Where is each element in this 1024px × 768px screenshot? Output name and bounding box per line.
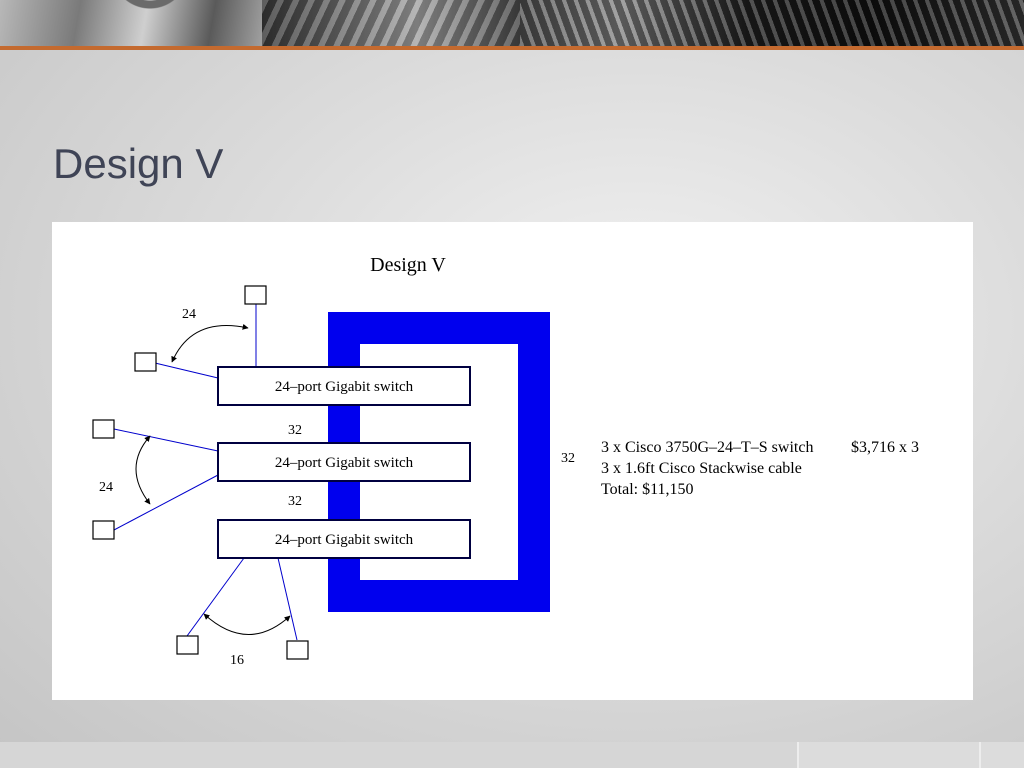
label-mid-fan: 24 xyxy=(99,480,113,495)
fan-arc-bottom xyxy=(203,613,291,635)
fan-arc-middle xyxy=(135,435,151,505)
cost-line-total: Total: $11,150 xyxy=(601,481,694,498)
switch-3-label: 24–port Gigabit switch xyxy=(275,532,414,548)
fan-arc-top xyxy=(171,323,249,363)
cost-line-switch-price: $3,716 x 3 xyxy=(851,439,919,456)
host-node-lower-left xyxy=(92,520,115,540)
switch-3: 24–port Gigabit switch xyxy=(217,519,471,559)
host-node-bottom-left xyxy=(176,635,199,655)
footer-date-box xyxy=(797,742,979,768)
banner-accent-rule xyxy=(0,46,1024,50)
link-host-upper-left xyxy=(154,362,219,379)
slide-title: Design V xyxy=(53,140,224,187)
link-host-mid-left xyxy=(113,428,219,452)
cost-summary: 3 x Cisco 3750G–24–T–S switch $3,716 x 3… xyxy=(601,439,919,498)
link-host-bottom-right xyxy=(277,557,298,641)
stackwise-loop xyxy=(328,312,550,612)
network-diagram: Design V 24–port Gigabit switch 24–port … xyxy=(92,254,919,668)
cost-line-cables: 3 x 1.6ft Cisco Stackwise cable xyxy=(601,460,802,477)
link-host-lower-left xyxy=(113,474,219,531)
switch-1: 24–port Gigabit switch xyxy=(217,366,471,406)
host-node-mid-left xyxy=(92,419,115,439)
header-banner xyxy=(0,0,1024,46)
switch-2: 24–port Gigabit switch xyxy=(217,442,471,482)
host-links xyxy=(113,304,298,641)
switch-2-label: 24–port Gigabit switch xyxy=(275,455,414,471)
switch-1-label: 24–port Gigabit switch xyxy=(275,379,414,395)
footer-page-number-box xyxy=(979,742,1024,768)
label-stack-link-1: 32 xyxy=(288,423,302,438)
label-return-loop: 32 xyxy=(561,451,575,466)
host-node-top xyxy=(244,285,267,305)
label-top-fan: 24 xyxy=(182,307,196,322)
host-node-bottom-right xyxy=(286,640,309,660)
label-stack-link-2: 32 xyxy=(288,494,302,509)
cost-line-switches: 3 x Cisco 3750G–24–T–S switch xyxy=(601,439,813,456)
network-diagram-figure: Design V 24–port Gigabit switch 24–port … xyxy=(52,222,973,700)
figure-title: Design V xyxy=(370,254,446,276)
banner-image-tire xyxy=(520,0,1024,46)
host-node-upper-left xyxy=(134,352,157,372)
link-host-bottom-left xyxy=(186,557,245,637)
label-bottom-fan: 16 xyxy=(230,653,244,668)
banner-image-wheel xyxy=(0,0,262,46)
banner-image-texture xyxy=(262,0,520,46)
